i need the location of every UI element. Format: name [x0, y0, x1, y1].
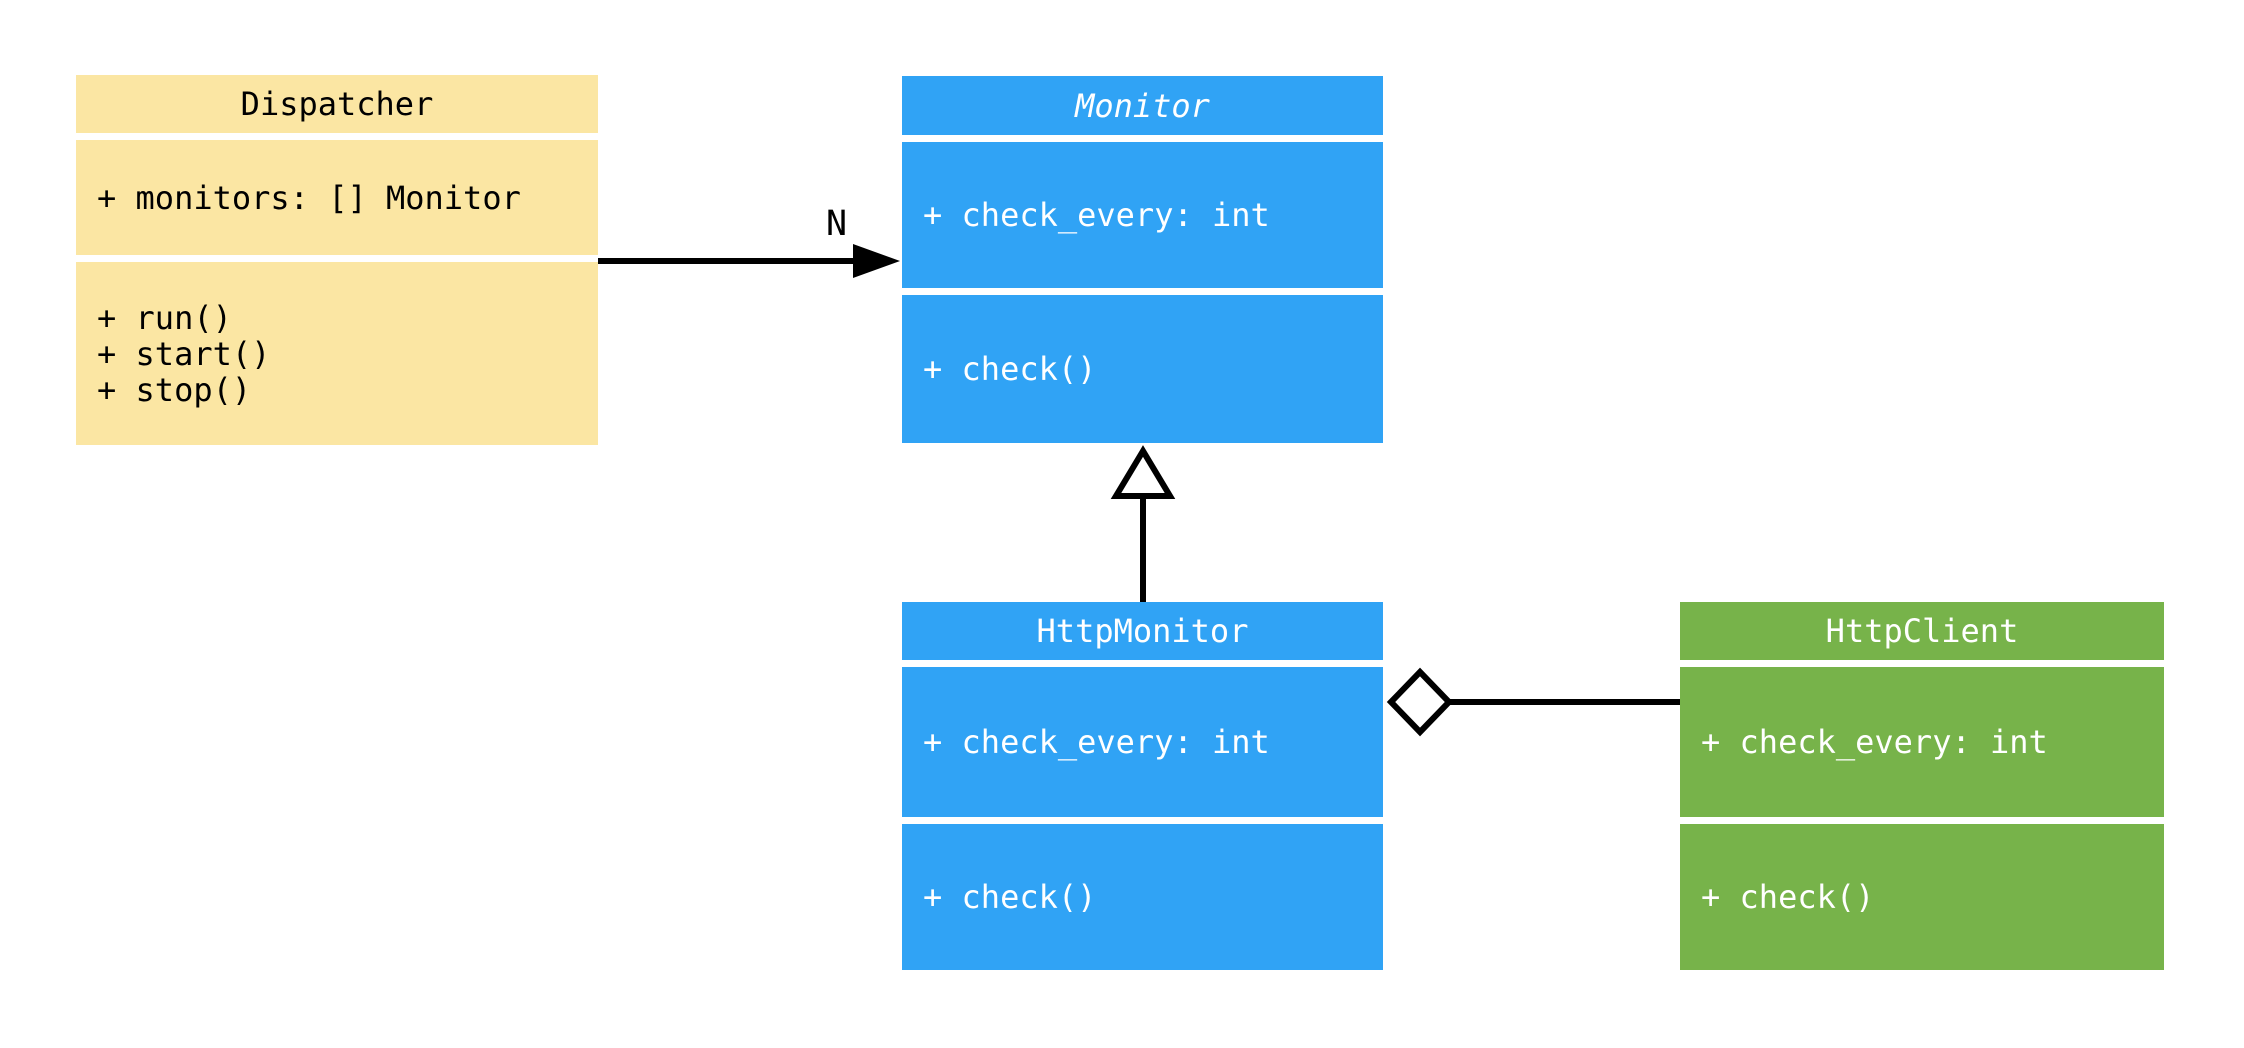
class-method: + stop() [97, 370, 252, 409]
class-name: Dispatcher [76, 75, 598, 133]
class-attributes: + check_every: int [902, 142, 1383, 288]
class-methods: + check() [902, 295, 1383, 443]
class-attribute: + check_every: int [923, 196, 1270, 234]
class-methods: + run() + start() + stop() [76, 262, 598, 445]
class-attribute: + check_every: int [1701, 723, 2048, 761]
multiplicity-label: N [826, 204, 848, 244]
hollow-triangle-icon [1110, 445, 1176, 499]
filled-arrowhead-icon [853, 244, 900, 278]
class-node-monitor: Monitor + check_every: int + check() [902, 76, 1383, 443]
class-methods: + check() [902, 824, 1383, 970]
inheritance-arrow [1110, 445, 1176, 602]
class-method: + start() [97, 334, 271, 373]
class-method: + run() [97, 298, 232, 337]
class-name: HttpMonitor [902, 602, 1383, 660]
class-attribute: + monitors: [] Monitor [97, 178, 521, 217]
class-node-httpmonitor: HttpMonitor + check_every: int + check() [902, 602, 1383, 970]
class-methods: + check() [1680, 824, 2164, 970]
aggregation-edge [1386, 667, 1680, 737]
class-attributes: + check_every: int [902, 667, 1383, 817]
class-attribute: + check_every: int [923, 723, 1270, 761]
hollow-diamond-icon [1386, 667, 1454, 737]
class-name: Monitor [902, 76, 1383, 135]
class-method: + check() [1701, 878, 1875, 916]
class-node-dispatcher: Dispatcher + monitors: [] Monitor + run(… [76, 75, 598, 445]
association-arrow [598, 244, 900, 278]
class-method: + check() [923, 350, 1097, 388]
class-name: HttpClient [1680, 602, 2164, 660]
class-attributes: + check_every: int [1680, 667, 2164, 817]
class-attributes: + monitors: [] Monitor [76, 140, 598, 255]
class-node-httpclient: HttpClient + check_every: int + check() [1680, 602, 2164, 970]
class-method: + check() [923, 878, 1097, 916]
